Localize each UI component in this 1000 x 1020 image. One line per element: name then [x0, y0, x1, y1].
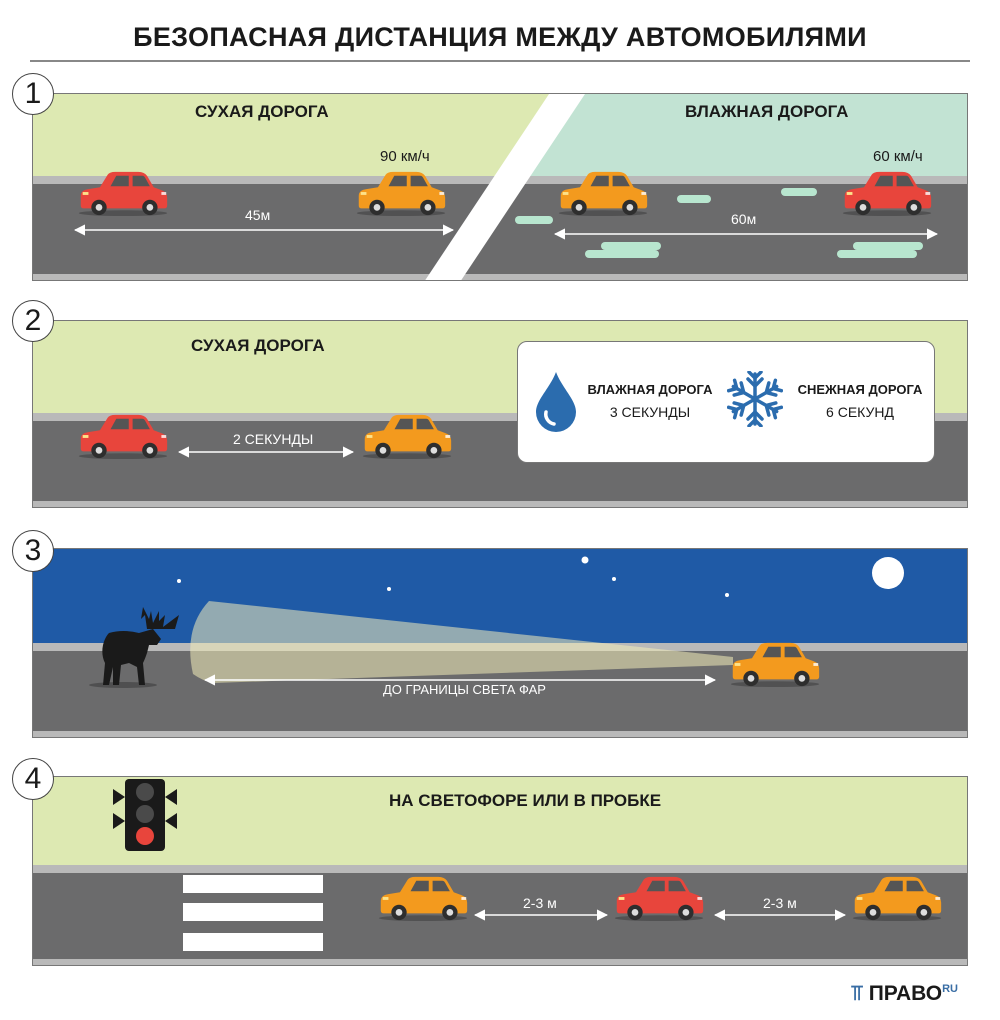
conditions-box: ВЛАЖНАЯ ДОРОГА 3 СЕКУНДЫ СНЕЖНАЯ ДОРОГА …	[517, 341, 935, 463]
water-drop-icon	[536, 372, 576, 432]
wet-speed-label: 60 км/ч	[873, 148, 923, 165]
visibility-distance-label: ДО ГРАНИЦЫ СВЕТА ФАР	[383, 682, 546, 697]
crosswalk	[183, 875, 323, 951]
gap-label-1: 2-3 м	[523, 895, 557, 911]
wet-condition-title: ВЛАЖНАЯ ДОРОГА	[587, 382, 713, 397]
panel3-scene	[33, 549, 967, 737]
panel1-scene	[33, 94, 967, 280]
panel-time-distance: СУХАЯ ДОРОГА 2 СЕКУНДЫ ВЛАЖНАЯ ДОРОГА 3 …	[32, 320, 968, 508]
road	[33, 873, 967, 959]
road-edge-bottom	[33, 274, 967, 280]
dry-road-label: СУХАЯ ДОРОГА	[191, 336, 325, 355]
headlight-beam	[190, 601, 733, 683]
gap-label-2: 2-3 м	[763, 895, 797, 911]
moose-icon	[89, 607, 179, 688]
panel-night-visibility: ДО ГРАНИЦЫ СВЕТА ФАР	[32, 548, 968, 738]
panel-number-3: 3	[12, 530, 54, 572]
panel4-scene	[33, 777, 967, 965]
panel-speed-distance: СУХАЯ ДОРОГА ВЛАЖНАЯ ДОРОГА 90 км/ч 60 к…	[32, 93, 968, 281]
wet-distance-label: 60м	[731, 211, 757, 227]
logo-suffix: RU	[942, 983, 958, 995]
road-edge-top	[33, 413, 967, 421]
snow-condition-time: 6 СЕКУНД	[826, 404, 894, 420]
wet-condition-time: 3 СЕКУНДЫ	[609, 404, 691, 420]
logo-text: ПРАВО	[868, 982, 943, 1005]
road-edge-bottom	[33, 959, 967, 965]
title-divider	[30, 60, 970, 62]
traffic-light-icon	[113, 779, 177, 851]
divider-stripe	[425, 94, 585, 280]
traffic-jam-label: НА СВЕТОФОРЕ ИЛИ В ПРОБКЕ	[389, 791, 662, 810]
panel-traffic-jam: НА СВЕТОФОРЕ ИЛИ В ПРОБКЕ 2-3 м 2-3 м	[32, 776, 968, 966]
panel-number-2: 2	[12, 300, 54, 342]
stars	[177, 556, 729, 597]
page-title: БЕЗОПАСНАЯ ДИСТАНЦИЯ МЕЖДУ АВТОМОБИЛЯМИ	[133, 22, 867, 52]
wet-road-label: ВЛАЖНАЯ ДОРОГА	[685, 102, 849, 121]
road-edge-bottom	[33, 731, 967, 737]
dry-road-label: СУХАЯ ДОРОГА	[195, 102, 329, 121]
puddles	[515, 188, 923, 258]
logo-mark-icon: ⫪	[850, 982, 863, 1005]
road-edge-bottom	[33, 501, 967, 507]
dry-speed-label: 90 км/ч	[380, 148, 430, 165]
dry-distance-label: 45м	[245, 207, 271, 223]
snowflake-icon	[727, 371, 783, 427]
brand-logo: ⫪ ПРАВОRU	[851, 982, 958, 1006]
time-distance-label: 2 СЕКУНДЫ	[233, 431, 314, 447]
moon-icon	[872, 557, 904, 589]
snow-condition-title: СНЕЖНАЯ ДОРОГА	[797, 382, 923, 397]
road-edge-top	[33, 865, 967, 873]
panel-number-1: 1	[12, 73, 54, 115]
panel-number-4: 4	[12, 758, 54, 800]
